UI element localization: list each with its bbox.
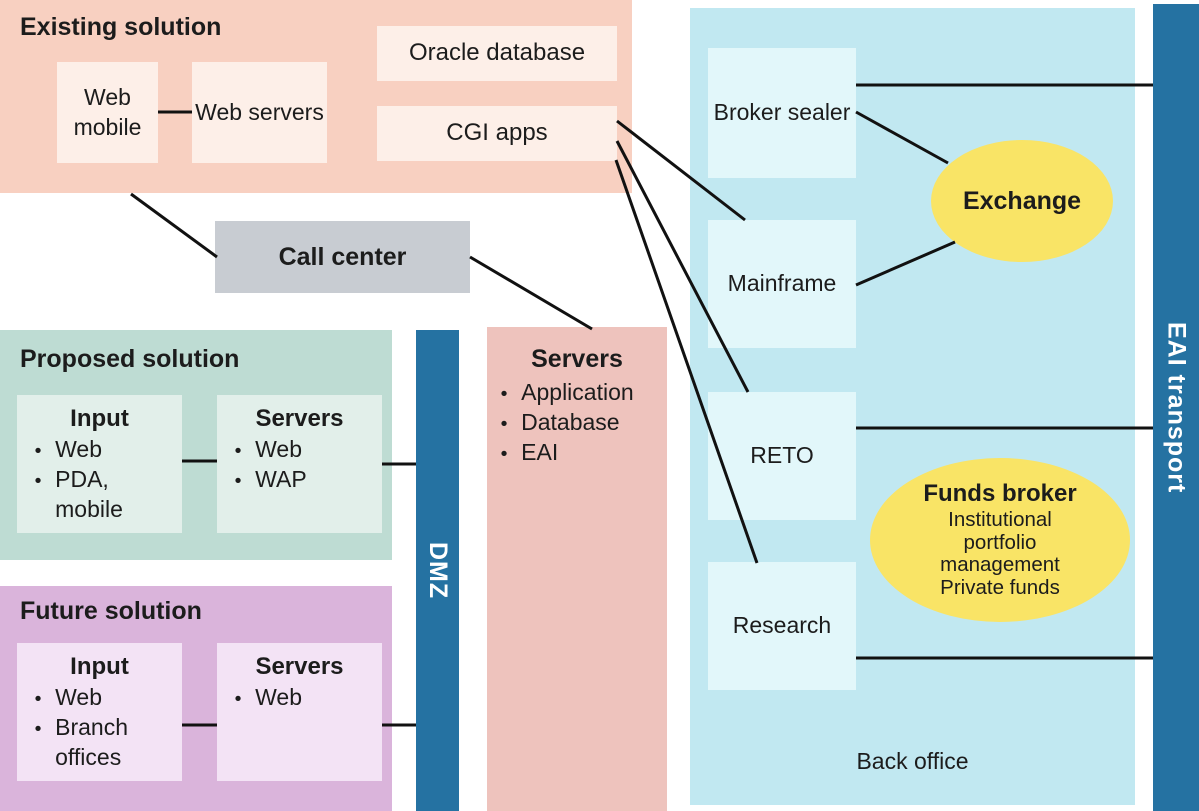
bullet-item: Web xyxy=(231,435,378,465)
eai-transport-bar: EAI transport xyxy=(1153,4,1199,811)
cgi-apps-node: CGI apps xyxy=(377,106,617,161)
bullet-item: Branch offices xyxy=(31,713,178,773)
mid-servers-node: Servers ApplicationDatabaseEAI xyxy=(487,327,667,811)
mid-servers-title: Servers xyxy=(531,345,623,373)
dmz-bar: DMZ xyxy=(416,330,459,811)
mid-servers-list: ApplicationDatabaseEAI xyxy=(487,378,667,468)
proposed-servers-title: Servers xyxy=(255,405,344,432)
future-solution-title: Future solution xyxy=(20,597,202,625)
existing-solution-title: Existing solution xyxy=(20,13,222,41)
oracle-database-node: Oracle database xyxy=(377,26,617,81)
connector-existing-callcenter xyxy=(130,192,218,259)
funds-broker-ellipse: Funds broker Institutional portfolio man… xyxy=(870,458,1130,622)
connector-callcenter-midservers xyxy=(469,255,593,331)
future-input-node: Input WebBranch offices xyxy=(17,643,182,781)
proposed-solution-container: Proposed solution Input WebPDA, mobile S… xyxy=(0,330,392,560)
eai-transport-label: EAI transport xyxy=(1162,321,1191,494)
funds-broker-desc2: Private funds xyxy=(940,575,1060,599)
future-servers-title: Servers xyxy=(255,653,344,680)
future-solution-container: Future solution Input WebBranch offices … xyxy=(0,586,392,811)
proposed-solution-title: Proposed solution xyxy=(20,345,240,373)
future-input-list: WebBranch offices xyxy=(17,683,182,773)
proposed-input-list: WebPDA, mobile xyxy=(17,435,182,525)
reto-node: RETO xyxy=(708,392,856,520)
web-servers-node: Web servers xyxy=(192,62,327,163)
future-servers-node: Servers Web xyxy=(217,643,382,781)
bullet-item: Web xyxy=(31,683,178,713)
bullet-item: EAI xyxy=(497,438,663,468)
funds-broker-title: Funds broker xyxy=(923,479,1077,507)
bullet-item: PDA, mobile xyxy=(31,465,178,525)
existing-solution-container: Existing solution Web mobile Web servers… xyxy=(0,0,632,193)
future-servers-list: Web xyxy=(217,683,382,713)
proposed-servers-list: WebWAP xyxy=(217,435,382,495)
research-node: Research xyxy=(708,562,856,690)
proposed-servers-node: Servers WebWAP xyxy=(217,395,382,533)
call-center-node: Call center xyxy=(215,221,470,293)
bullet-item: WAP xyxy=(231,465,378,495)
proposed-input-title: Input xyxy=(70,405,129,432)
dmz-label: DMZ xyxy=(424,541,452,600)
future-input-title: Input xyxy=(70,653,129,680)
broker-sealer-node: Broker sealer xyxy=(708,48,856,178)
bullet-item: Web xyxy=(231,683,378,713)
exchange-ellipse: Exchange xyxy=(931,140,1113,262)
bullet-item: Application xyxy=(497,378,663,408)
funds-broker-desc: Institutional portfolio management xyxy=(940,508,1060,577)
back-office-label: Back office xyxy=(856,748,969,774)
mainframe-node: Mainframe xyxy=(708,220,856,348)
web-mobile-node: Web mobile xyxy=(57,62,158,163)
bullet-item: Web xyxy=(31,435,178,465)
bullet-item: Database xyxy=(497,408,663,438)
proposed-input-node: Input WebPDA, mobile xyxy=(17,395,182,533)
